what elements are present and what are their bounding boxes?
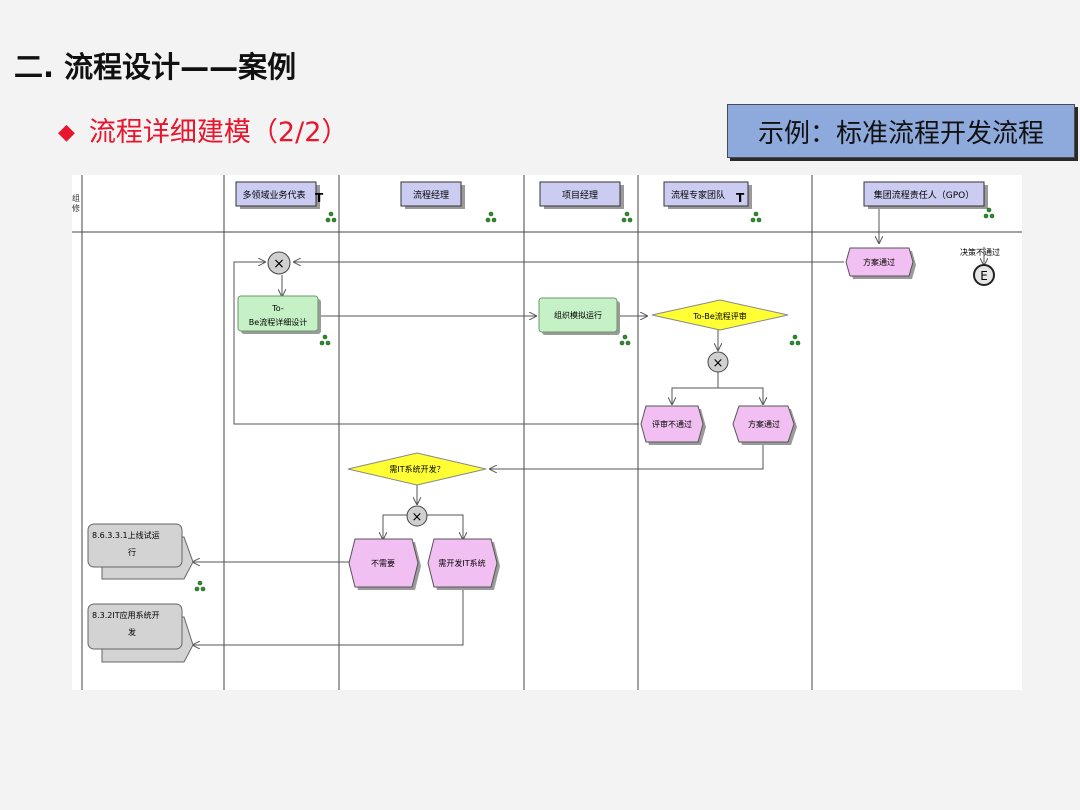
svg-text:流程经理: 流程经理 xyxy=(413,189,449,201)
org-unit-icon xyxy=(194,580,206,592)
subtitle-text: 流程详细建模（2/2） xyxy=(88,117,349,148)
event-plan-pass-mid: 方案通过 xyxy=(732,405,797,445)
svg-text:方案通过: 方案通过 xyxy=(863,257,895,267)
connectors xyxy=(193,209,984,645)
event-plan-pass-top: 方案通过 xyxy=(845,247,916,279)
slide-title: 二. 流程设计——案例 xyxy=(14,50,297,84)
function-tobe-design: To- Be流程详细设计 xyxy=(237,295,321,334)
xor-rule-review: × xyxy=(707,351,729,373)
slide-subtitle: ◆ 流程详细建模（2/2） xyxy=(58,110,348,149)
function-simulation: 组织模拟运行 xyxy=(538,297,620,335)
org-unit-icon xyxy=(325,211,337,223)
xor-rule-it: × xyxy=(406,505,428,527)
org-unit-icon xyxy=(983,207,995,219)
svg-text:To-: To- xyxy=(271,304,284,313)
org-unit-icons xyxy=(194,207,995,592)
svg-text:组织模拟运行: 组织模拟运行 xyxy=(554,310,602,320)
org-unit-icon xyxy=(319,334,331,346)
svg-text:Be流程详细设计: Be流程详细设计 xyxy=(249,317,307,327)
interface-it-dev: 8.3.2IT应用系统开 发 xyxy=(87,603,194,663)
svg-text:项目经理: 项目经理 xyxy=(562,189,598,201)
svg-text:To-Be流程评审: To-Be流程评审 xyxy=(692,311,747,321)
lane-header-3: 项目经理 xyxy=(539,181,624,209)
cut-header-line2: 修 xyxy=(72,203,80,213)
xor-rule-top: × xyxy=(267,251,291,275)
lane-header-1: 多领域业务代表 T xyxy=(235,181,324,209)
decision-need-it: 需IT系统开发？ xyxy=(347,452,487,486)
svg-text:×: × xyxy=(273,256,285,272)
process-diagram-svg: 组 修 多领域业务代表 T 流程经理 项目经理 流程专家团队 T 集团流程责任人… xyxy=(72,175,1022,690)
svg-text:发: 发 xyxy=(128,627,136,637)
decision-fail-label: 决策不通过 xyxy=(960,247,1000,257)
decision-tobe-review: To-Be流程评审 xyxy=(651,299,789,331)
lane-badge-t: T xyxy=(736,191,745,205)
org-unit-icon xyxy=(789,334,801,346)
org-unit-icon xyxy=(750,211,762,223)
interface-trial-run: 8.6.3.3.1上线试运 行 xyxy=(87,523,194,580)
svg-text:多领域业务代表: 多领域业务代表 xyxy=(242,189,305,201)
svg-text:E: E xyxy=(980,269,988,283)
lane-grid xyxy=(72,175,1022,690)
end-event: E xyxy=(973,264,995,286)
svg-text:需开发IT系统: 需开发IT系统 xyxy=(438,558,485,568)
example-label-box: 示例：标准流程开发流程 xyxy=(727,104,1075,158)
event-review-fail: 评审不通过 xyxy=(640,405,706,445)
diamond-bullet-icon: ◆ xyxy=(58,120,75,145)
svg-text:8.6.3.3.1上线试运: 8.6.3.3.1上线试运 xyxy=(92,530,160,540)
svg-text:流程专家团队: 流程专家团队 xyxy=(671,189,725,201)
org-unit-icon xyxy=(619,334,631,346)
org-unit-icon xyxy=(485,211,497,223)
svg-text:集团流程责任人（GPO）: 集团流程责任人（GPO） xyxy=(874,189,975,201)
lane-header-2: 流程经理 xyxy=(400,181,465,209)
svg-text:×: × xyxy=(713,356,724,371)
lane-badge-t: T xyxy=(315,191,324,205)
svg-text:×: × xyxy=(412,510,423,525)
svg-text:行: 行 xyxy=(128,547,136,557)
lane-header-4: 流程专家团队 T xyxy=(663,181,752,209)
svg-text:方案通过: 方案通过 xyxy=(748,419,780,429)
svg-text:需IT系统开发？: 需IT系统开发？ xyxy=(389,464,444,474)
process-diagram: 组 修 多领域业务代表 T 流程经理 项目经理 流程专家团队 T 集团流程责任人… xyxy=(72,175,1022,690)
event-not-needed: 不需要 xyxy=(348,538,421,590)
svg-text:评审不通过: 评审不通过 xyxy=(652,419,692,429)
svg-text:8.3.2IT应用系统开: 8.3.2IT应用系统开 xyxy=(92,610,160,620)
event-need-dev-it: 需开发IT系统 xyxy=(427,538,500,590)
org-unit-icon xyxy=(621,211,633,223)
lane-header-5: 集团流程责任人（GPO） xyxy=(863,181,988,209)
svg-text:不需要: 不需要 xyxy=(371,559,395,568)
cut-header-line1: 组 xyxy=(72,193,80,203)
